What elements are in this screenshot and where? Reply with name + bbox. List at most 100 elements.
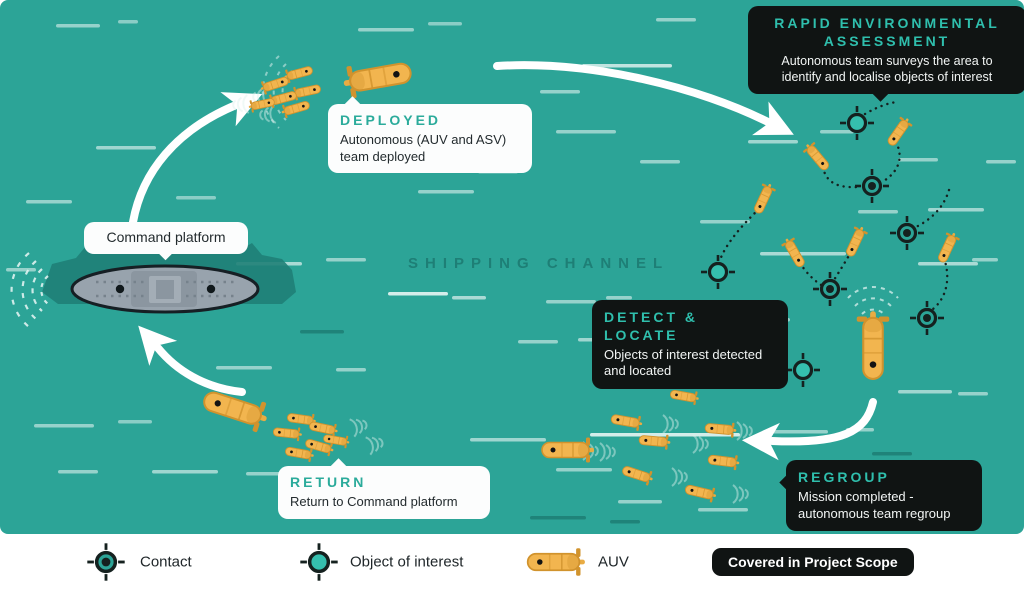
project-scope-badge: Covered in Project Scope [712,548,914,576]
callout-return: RETURN Return to Command platform [278,458,490,519]
auv-icon [609,410,644,432]
contact-icon [85,541,127,583]
water-dash [772,430,828,434]
water-dash [858,210,898,214]
water-dash [898,158,938,162]
object-of-interest-icon [298,541,340,583]
water-dash [958,392,988,396]
contact-icon [908,299,946,337]
wake-icon [348,414,370,438]
water-dash [418,190,474,194]
water-dash [428,22,462,26]
auv-icon [800,139,834,174]
object-of-interest-icon [838,104,876,142]
water-dash [898,390,952,394]
callout-body: Mission completed - autonomous team regr… [798,488,951,521]
water-dash [176,196,216,200]
wake-icon [364,432,386,456]
water-dash [452,296,486,300]
water-dash [56,24,100,28]
auv-icon [272,424,304,442]
water-dash [582,64,672,68]
auv-icon [706,451,741,472]
auv-icon [526,547,586,577]
contact-icon [811,270,849,308]
water-dash [698,508,748,512]
water-dash [748,140,798,144]
auv-icon [340,54,415,101]
callout-regroup: REGROUP Mission completed - autonomous t… [779,460,982,532]
water-dash [118,420,152,424]
legend-bar: Contact Object of interest AUV Covered i… [0,534,1024,590]
water-dash [336,368,366,372]
auv-icon [620,462,656,487]
ship-sonar-arcs [10,252,49,328]
callout-title: DETECT & LOCATE [604,309,698,343]
auv-sonar-arcs [847,286,899,315]
callout-body: Return to Command platform [290,493,458,509]
object-of-interest-icon [784,351,822,389]
water-dash [530,516,586,520]
water-dash [556,130,616,134]
callout-detect-and-locate: DETECT & LOCATE Objects of interest dete… [592,300,788,390]
water-dash [34,424,94,428]
legend-label-object-of-interest: Object of interest [350,553,464,571]
arrowhead [752,101,803,152]
water-dash [606,296,632,300]
water-dash [918,262,978,266]
callout-title: REGROUP [798,469,890,485]
water-dash [820,130,854,134]
water-dash [152,470,218,474]
callout-title: RETURN [290,474,367,490]
survey-tracks [718,100,951,311]
water-dash [972,258,998,262]
contact-icon [888,214,926,252]
wake-icon [692,434,709,454]
callout-label: Command platform [106,229,226,245]
water-dash [928,208,984,212]
callout-command-platform: Command platform [84,222,248,261]
command-ship [42,240,296,314]
water-dash [118,20,138,24]
water-dash [986,160,1016,164]
water-dash [610,520,640,524]
water-dash [326,258,366,262]
auv-icon [933,229,962,266]
auv-icon [668,386,701,406]
water-dash [590,433,740,437]
water-dash [358,28,414,32]
auv-icon [749,180,778,217]
water-dash [216,366,272,370]
water-dash [618,500,662,504]
wake-icon [671,467,688,487]
deploy-sonar-arcs [261,55,293,129]
water-dash [872,452,912,456]
callout-body: Objects of interest detected and located [604,346,763,379]
auv-icon [683,481,719,504]
auv-icon [883,113,915,150]
shipping-channel-label: SHIPPING CHANNEL [408,255,670,272]
callout-body: Autonomous (AUV and ASV) team deployed [340,131,507,164]
legend-label-auv: AUV [598,553,629,571]
water-dash [58,470,98,474]
legend-label-contact: Contact [140,553,192,571]
water-dash [246,472,286,476]
auv-icon [841,223,870,260]
water-dash [546,300,596,304]
water-dash [6,268,36,272]
water-dash [26,200,72,204]
wake-icon [599,442,616,462]
wake-icon [732,484,749,504]
water-dash [640,160,680,164]
scene-graphics [6,18,1018,524]
callout-deployed: DEPLOYED Autonomous (AUV and ASV) team d… [328,96,532,174]
wake-icon [662,414,679,434]
water-dash [556,468,612,472]
auv-icon [855,310,891,380]
water-dash [388,292,448,296]
contact-icon [853,167,891,205]
water-dash [470,438,546,442]
water-dash [96,146,156,150]
flow-arrows [124,61,877,461]
